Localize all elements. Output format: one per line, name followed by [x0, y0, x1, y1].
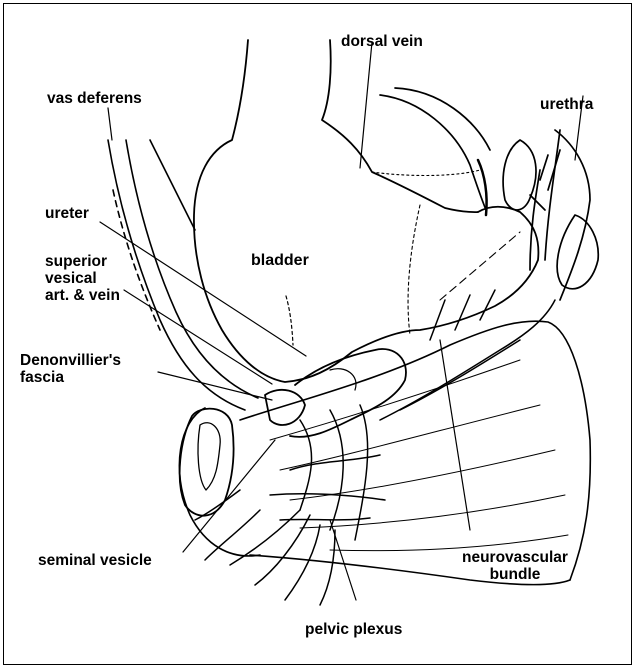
vas-deferens-drawing [108, 140, 258, 410]
label-neurovascular-bundle: neurovascular bundle [462, 549, 568, 583]
leader-vas-deferens [108, 108, 112, 140]
label-urethra: urethra [540, 96, 593, 113]
leader-ureter [100, 222, 306, 356]
label-denonvillier: Denonvillier's fascia [20, 352, 121, 386]
label-ureter: ureter [45, 205, 89, 222]
label-dorsal-vein: dorsal vein [341, 33, 423, 50]
label-pelvic-plexus: pelvic plexus [305, 621, 402, 638]
leader-seminal-vesicle [183, 440, 275, 552]
leader-dorsal-vein [360, 42, 372, 168]
leader-lines [100, 42, 583, 600]
leader-neurovascular-bundle [440, 340, 470, 530]
rectum-drawing [179, 321, 590, 584]
leader-denonvillier [158, 372, 272, 400]
label-bladder: bladder [251, 252, 309, 269]
urethra-drawing [380, 88, 598, 300]
seminal-vesicle-drawing [180, 349, 406, 516]
label-seminal-vesicle: seminal vesicle [38, 552, 152, 569]
leader-superior-vesical [124, 290, 272, 384]
label-superior-vesical: superior vesical art. & vein [45, 253, 120, 304]
label-vas-deferens: vas deferens [47, 90, 142, 107]
leader-pelvic-plexus [330, 520, 356, 600]
